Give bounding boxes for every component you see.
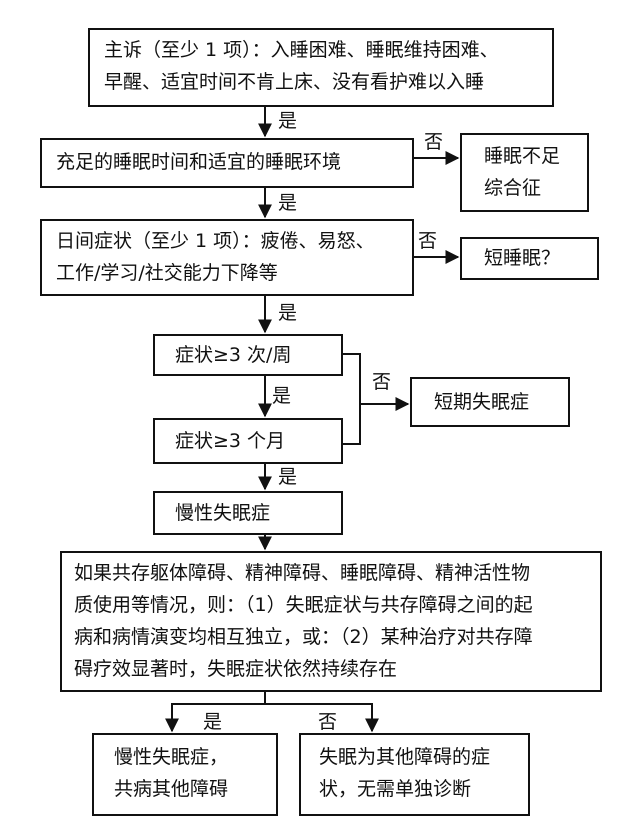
yes-label-6: 是 [203, 711, 223, 733]
short-sleep-text: 短睡眠？ [484, 247, 561, 269]
no-label-1: 否 [424, 131, 444, 153]
no-label-2: 否 [418, 230, 438, 252]
no-label-3: 否 [372, 371, 392, 393]
short-term-insomnia-text: 短期失眠症 [434, 391, 530, 413]
complaint-line-1: 主诉（至少 1 项）：入睡困难、睡眠维持困难、 [104, 39, 499, 61]
comorbidity-line-2: 质使用等情况，则：（1）失眠症状与共存障碍之间的起 [74, 594, 533, 616]
chronic-insomnia-text: 慢性失眠症 [175, 502, 271, 524]
chronic-comorbid-line-1: 慢性失眠症， [114, 746, 229, 768]
other-disorder-box: 失眠为其他障碍的症 状，无需单独诊断 [299, 733, 530, 816]
yes-label-5: 是 [278, 466, 298, 488]
comorbidity-line-1: 如果共存躯体障碍、精神障碍、睡眠障碍、精神活性物 [74, 562, 531, 584]
no-label-4: 否 [318, 711, 338, 733]
yes-label-1: 是 [278, 110, 298, 132]
insufficient-sleep-line-2: 综合征 [484, 177, 542, 199]
sleep-environment-box: 充足的睡眠时间和适宜的睡眠环境 [40, 138, 414, 188]
comorbidity-line-3: 病和病情演变均相互独立，或：（2）某种治疗对共存障 [74, 626, 533, 648]
duration-text: 症状≥3 个月 [175, 430, 286, 452]
other-disorder-line-1: 失眠为其他障碍的症 [319, 746, 491, 768]
complaint-line-2: 早醒、适宜时间不肯上床、没有看护难以入睡 [104, 71, 485, 93]
yes-label-2: 是 [278, 192, 298, 214]
yes-label-4: 是 [272, 385, 292, 407]
frequency-text: 症状≥3 次/周 [175, 344, 292, 366]
short-sleep-box: 短睡眠？ [460, 237, 599, 280]
frequency-box: 症状≥3 次/周 [153, 334, 343, 376]
complaint-box: 主诉（至少 1 项）：入睡困难、睡眠维持困难、 早醒、适宜时间不肯上床、没有看护… [88, 28, 554, 107]
other-disorder-line-2: 状，无需单独诊断 [319, 778, 472, 800]
daytime-symptoms-box: 日间症状（至少 1 项）：疲倦、易怒、 工作/学习/社交能力下降等 [40, 219, 414, 296]
daytime-symptoms-line-1: 日间症状（至少 1 项）：疲倦、易怒、 [56, 230, 375, 252]
comorbidity-box: 如果共存躯体障碍、精神障碍、睡眠障碍、精神活性物 质使用等情况，则：（1）失眠症… [60, 551, 602, 692]
bracket-freq-duration [343, 353, 361, 445]
arrow-comorbid-yes [165, 692, 266, 733]
insufficient-sleep-line-1: 睡眠不足 [484, 145, 561, 167]
chronic-insomnia-box: 慢性失眠症 [153, 491, 343, 535]
daytime-symptoms-line-2: 工作/学习/社交能力下降等 [56, 262, 278, 284]
arrow-comorbid-no [265, 703, 379, 733]
yes-label-3: 是 [278, 302, 298, 324]
duration-box: 症状≥3 个月 [153, 418, 343, 464]
sleep-environment-text: 充足的睡眠时间和适宜的睡眠环境 [56, 151, 342, 173]
chronic-comorbid-box: 慢性失眠症， 共病其他障碍 [92, 733, 278, 816]
insufficient-sleep-box: 睡眠不足 综合征 [460, 133, 589, 212]
short-term-insomnia-box: 短期失眠症 [410, 377, 570, 427]
chronic-comorbid-line-2: 共病其他障碍 [114, 778, 229, 800]
comorbidity-line-4: 碍疗效显著时，失眠症状依然持续存在 [74, 658, 398, 680]
